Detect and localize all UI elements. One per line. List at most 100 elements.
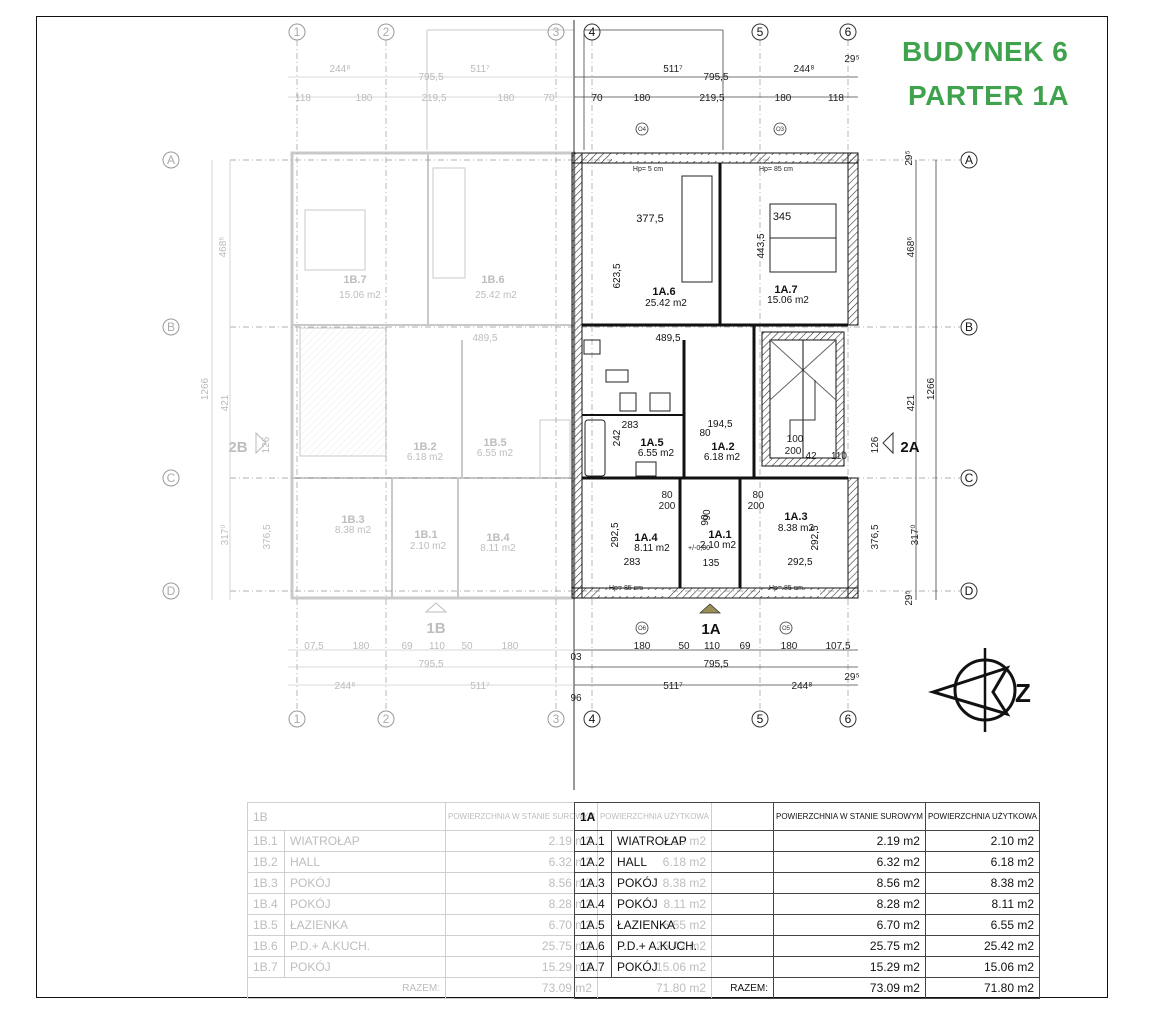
cell-raw: 8.28 m2 xyxy=(773,893,926,915)
total-label: RAZEM: xyxy=(574,977,774,999)
dim-top2-l-4: 70 xyxy=(543,93,555,104)
door-200-b: 200 xyxy=(748,501,765,512)
dim-top2-l-0: 118 xyxy=(295,93,311,104)
hall-width-1b: 489,5 xyxy=(472,333,497,344)
hp-label-3: Hp= 85 cm xyxy=(609,585,643,592)
cell-code: 1A.2 xyxy=(574,851,612,873)
north-arrow-icon: Z xyxy=(927,648,1031,732)
dim-bot-total: 795,5 xyxy=(703,659,728,670)
window-tag-o6: O6 xyxy=(638,626,647,632)
dim-v-right-295b: 29⁵ xyxy=(904,590,915,605)
section-2a-arrow xyxy=(882,431,894,455)
cell-name: POKÓJ xyxy=(611,956,774,978)
room-1b3-area: 8.38 m2 xyxy=(335,525,372,536)
cell-usable: 6.18 m2 xyxy=(924,851,1041,873)
cell-name: WIATROŁAP xyxy=(611,830,774,852)
grid-col-1-top: 1 xyxy=(294,25,301,39)
grid-col-5-top: 5 xyxy=(757,25,764,39)
dim-top2-r-4: 118 xyxy=(828,93,844,104)
cell-raw: 2.19 m2 xyxy=(773,830,926,852)
cell-raw: 25.75 m2 xyxy=(773,935,926,957)
dim-top-295-right: 29⁵ xyxy=(844,54,859,65)
total-usable: 71.80 m2 xyxy=(924,977,1041,999)
door-200-c: 200 xyxy=(785,446,802,457)
room-1a5-dim2: 242 xyxy=(612,429,623,446)
dim-bot-l-0: 07,5 xyxy=(304,641,324,652)
level-mark: +/-0,00 xyxy=(688,545,710,552)
grid-row-b-right: B xyxy=(965,320,973,334)
room-1b1-area: 2.10 m2 xyxy=(410,541,447,552)
room-1b4-code: 1B.4 xyxy=(486,532,510,544)
door-80-b: 80 xyxy=(752,490,764,501)
grid-col-6-bottom: 6 xyxy=(845,712,852,726)
dim-v-left-126: 126 xyxy=(261,436,272,453)
cell-code: 1B.1 xyxy=(247,830,285,852)
room-1a4-area: 8.11 m2 xyxy=(634,543,670,554)
grid-row-b-left: B xyxy=(167,320,175,334)
cell-usable: 6.55 m2 xyxy=(924,914,1041,936)
total-label: RAZEM: xyxy=(247,977,446,999)
furniture xyxy=(583,175,837,477)
hall-width-1a: 489,5 xyxy=(655,333,680,344)
dim-bot-r-0: 03 xyxy=(570,652,582,663)
cell-name: POKÓJ xyxy=(284,956,446,978)
dimension-lines-faded xyxy=(211,76,574,686)
dim-v-right-295a: 29⁵ xyxy=(904,150,915,165)
dim-bot-l-4: 50 xyxy=(461,641,473,652)
grid-col-1-bottom: 1 xyxy=(294,712,301,726)
sofa xyxy=(681,175,713,283)
marker-1b-arrow xyxy=(255,431,448,613)
toilet xyxy=(619,392,637,412)
door-110: 110 xyxy=(831,451,847,462)
cell-name: WIATROŁAP xyxy=(284,830,446,852)
room-1a1-area: 2.10 m2 xyxy=(700,540,737,551)
dim-v-left-3765: 376,5 xyxy=(262,524,273,549)
floor-title: PARTER 1A xyxy=(908,80,1070,111)
svg-text:Z: Z xyxy=(1015,678,1031,708)
dim-bot-r-3: 110 xyxy=(704,641,720,652)
cell-raw: 8.56 m2 xyxy=(773,872,926,894)
dim-bot-r-4: 69 xyxy=(739,641,751,652)
window-tag-o5: O5 xyxy=(782,626,791,632)
cell-name: ŁAZIENKA xyxy=(611,914,774,936)
dim-bot-l-5: 180 xyxy=(502,641,519,652)
room-1a7-dim2: 443,5 xyxy=(756,233,767,258)
door-90: 90 xyxy=(702,509,713,521)
cell-raw: 6.32 m2 xyxy=(773,851,926,873)
dim-top2-r-3: 180 xyxy=(775,93,792,104)
grid-row-d-left: D xyxy=(167,584,176,598)
dim-top2-l-1: 180 xyxy=(356,93,373,104)
room-1a6-area: 25.42 m2 xyxy=(645,298,687,309)
cell-raw: 15.29 m2 xyxy=(773,956,926,978)
dim-top-244-right: 244⁸ xyxy=(794,64,815,75)
dim-v-right-317: 317⁰ xyxy=(910,525,921,546)
washbasin xyxy=(635,461,657,477)
table-1b-title: 1B xyxy=(247,802,446,831)
dim-top2-l-3: 180 xyxy=(498,93,515,104)
room-1a5-area: 6.55 m2 xyxy=(638,448,675,459)
bathtub xyxy=(584,419,606,477)
cell-name: POKÓJ xyxy=(284,893,446,915)
entrance-1a-arrow xyxy=(698,603,722,614)
dim-bot2-l-511: 511⁷ xyxy=(470,681,490,692)
cell-usable: 25.42 m2 xyxy=(924,935,1041,957)
dim-top-511-left: 511⁷ xyxy=(470,64,490,75)
dimension-lines xyxy=(574,29,858,686)
dim-top2-l-2: 219,5 xyxy=(421,93,446,104)
hp-label-2: Hp= 85 cm xyxy=(759,166,793,173)
unit-1b-faded xyxy=(290,29,576,600)
room-1b6-code: 1B.6 xyxy=(481,274,504,286)
dim-v-right-468: 468⁶ xyxy=(906,237,917,258)
cell-code: 1B.2 xyxy=(247,851,285,873)
building-title: BUDYNEK 6 xyxy=(902,36,1069,67)
grid-col-3-top: 3 xyxy=(553,25,560,39)
room-1a6-dim2: 623,5 xyxy=(612,263,623,288)
dim-bot-295: 29⁵ xyxy=(844,672,859,683)
room-1b3-code: 1B.3 xyxy=(341,514,364,526)
door-80-a: 80 xyxy=(661,490,673,501)
room-1a7-area: 15.06 m2 xyxy=(767,295,809,306)
grid-col-4-bottom: 4 xyxy=(589,712,596,726)
